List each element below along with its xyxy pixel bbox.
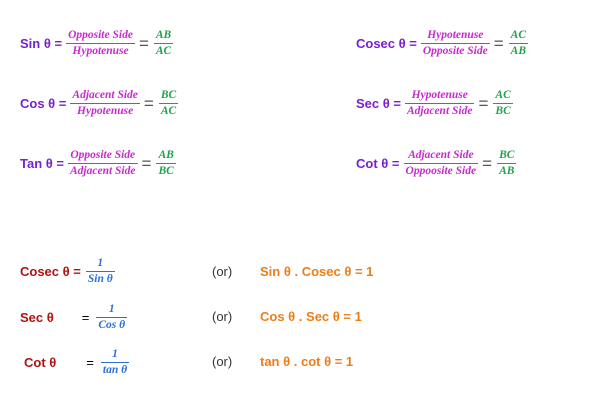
fraction-bar bbox=[153, 43, 174, 44]
cot-reciprocal-denominator: tan θ bbox=[102, 364, 128, 376]
tan-label: Tan θ = bbox=[20, 156, 64, 171]
cos-fraction: Adjacent Side Hypotenuse bbox=[70, 88, 140, 119]
tan-fraction: Opposite Side Adjacent Side bbox=[68, 148, 138, 179]
cot-reciprocal-label: Cot θ bbox=[24, 355, 57, 370]
tan-side-denominator: BC bbox=[158, 165, 174, 177]
sec-reciprocal-fraction: 1 Cos θ bbox=[96, 302, 128, 333]
fraction-bar bbox=[156, 163, 176, 164]
cos-denominator: Hypotenuse bbox=[77, 105, 134, 117]
sec-label: Sec θ = bbox=[356, 96, 401, 111]
cos-label: Cos θ = bbox=[20, 96, 67, 111]
fraction-bar bbox=[497, 163, 517, 164]
cosec-product-text: Sin θ . Cosec θ = 1 bbox=[260, 264, 374, 279]
tan-side-fraction: AB BC bbox=[156, 148, 176, 179]
sec-reciprocal-label: Sec θ bbox=[20, 310, 54, 325]
cot-side-denominator: AB bbox=[499, 165, 515, 177]
cot-label: Cot θ = bbox=[356, 156, 400, 171]
or-text: (or) bbox=[212, 309, 233, 324]
cot-side-numerator: BC bbox=[499, 149, 515, 161]
cot-reciprocal: Cot θ = 1 tan θ bbox=[24, 347, 130, 378]
sec-product: Cos θ . Sec θ = 1 bbox=[260, 309, 362, 324]
fraction-bar bbox=[66, 43, 135, 44]
fraction-bar bbox=[493, 103, 513, 104]
or-label: (or) bbox=[212, 309, 232, 324]
sin-side-denominator: AC bbox=[155, 45, 172, 57]
sin-denominator: Hypotenuse bbox=[72, 45, 129, 57]
fraction-bar bbox=[68, 163, 138, 164]
sec-reciprocal-numerator: 1 bbox=[108, 303, 115, 315]
fraction-bar bbox=[420, 43, 490, 44]
tan-denominator: Adjacent Side bbox=[70, 165, 136, 177]
cosec-reciprocal: Cosec θ = 1 Sin θ bbox=[20, 256, 115, 287]
sin-side-numerator: AB bbox=[155, 29, 172, 41]
equals-sign: = bbox=[86, 355, 94, 370]
cos-side-numerator: BC bbox=[160, 89, 177, 101]
cosec-fraction: Hypotenuse Opposite Side bbox=[420, 28, 490, 59]
or-text: (or) bbox=[212, 354, 233, 369]
sec-product-text: Cos θ . Sec θ = 1 bbox=[260, 309, 362, 324]
tan-ratio: Tan θ = Opposite Side Adjacent Side = AB… bbox=[20, 148, 176, 179]
cosec-reciprocal-fraction: 1 Sin θ bbox=[85, 256, 115, 287]
sin-numerator: Opposite Side bbox=[68, 29, 133, 41]
or-label: (or) bbox=[212, 354, 232, 369]
cot-product: tan θ . cot θ = 1 bbox=[260, 354, 353, 369]
cosec-reciprocal-numerator: 1 bbox=[97, 257, 104, 269]
fraction-bar bbox=[85, 271, 115, 272]
cosec-reciprocal-label: Cosec θ = bbox=[20, 264, 81, 279]
fraction-bar bbox=[404, 103, 475, 104]
fraction-bar bbox=[403, 163, 479, 164]
fraction-bar bbox=[158, 103, 179, 104]
cosec-side-fraction: AC AB bbox=[508, 28, 529, 59]
cot-product-text: tan θ . cot θ = 1 bbox=[260, 354, 354, 369]
equals-sign: = bbox=[141, 154, 152, 173]
cosec-side-denominator: AB bbox=[510, 45, 527, 57]
sin-ratio: Sin θ = Opposite Side Hypotenuse = AB AC bbox=[20, 28, 174, 59]
cos-numerator: Adjacent Side bbox=[72, 89, 138, 101]
cosec-label: Cosec θ = bbox=[356, 36, 417, 51]
sec-reciprocal: Sec θ = 1 Cos θ bbox=[20, 302, 128, 333]
cosec-product: Sin θ . Cosec θ = 1 bbox=[260, 264, 373, 279]
sin-fraction: Opposite Side Hypotenuse bbox=[66, 28, 135, 59]
cosec-ratio: Cosec θ = Hypotenuse Opposite Side = AC … bbox=[356, 28, 529, 59]
fraction-bar bbox=[508, 43, 529, 44]
equals-sign: = bbox=[493, 34, 504, 53]
equals-sign: = bbox=[478, 94, 489, 113]
fraction-bar bbox=[70, 103, 140, 104]
fraction-bar bbox=[96, 317, 128, 318]
cot-numerator: Adjacent Side bbox=[408, 149, 474, 161]
sec-side-denominator: BC bbox=[495, 105, 511, 117]
tan-side-numerator: AB bbox=[158, 149, 174, 161]
fraction-bar bbox=[100, 362, 130, 363]
cosec-denominator: Opposite Side bbox=[422, 45, 488, 57]
equals-sign: = bbox=[81, 310, 90, 325]
sec-side-numerator: AC bbox=[495, 89, 511, 101]
sec-denominator: Adjacent Side bbox=[406, 105, 473, 117]
cot-denominator: Oppoosite Side bbox=[405, 165, 477, 177]
or-label: (or) bbox=[212, 264, 232, 279]
cosec-numerator: Hypotenuse bbox=[427, 29, 484, 41]
sec-ratio: Sec θ = Hypotenuse Adjacent Side = AC BC bbox=[356, 88, 513, 119]
cos-side-denominator: AC bbox=[160, 105, 177, 117]
sec-fraction: Hypotenuse Adjacent Side bbox=[404, 88, 475, 119]
or-text: (or) bbox=[212, 264, 233, 279]
cot-ratio: Cot θ = Adjacent Side Oppoosite Side = B… bbox=[356, 148, 517, 179]
equals-sign: = bbox=[143, 94, 154, 113]
sec-reciprocal-denominator: Cos θ bbox=[98, 319, 126, 331]
tan-numerator: Opposite Side bbox=[70, 149, 136, 161]
equals-sign: = bbox=[482, 154, 493, 173]
cos-ratio: Cos θ = Adjacent Side Hypotenuse = BC AC bbox=[20, 88, 179, 119]
sin-side-fraction: AB AC bbox=[153, 28, 174, 59]
equals-sign: = bbox=[138, 34, 149, 53]
cot-reciprocal-fraction: 1 tan θ bbox=[100, 347, 130, 378]
cosec-side-numerator: AC bbox=[510, 29, 527, 41]
cot-reciprocal-numerator: 1 bbox=[112, 348, 118, 360]
cos-side-fraction: BC AC bbox=[158, 88, 179, 119]
sec-side-fraction: AC BC bbox=[493, 88, 513, 119]
cosec-reciprocal-denominator: Sin θ bbox=[87, 273, 113, 285]
cot-fraction: Adjacent Side Oppoosite Side bbox=[403, 148, 479, 179]
sec-numerator: Hypotenuse bbox=[411, 89, 468, 101]
sin-label: Sin θ = bbox=[20, 36, 63, 51]
cot-side-fraction: BC AB bbox=[497, 148, 517, 179]
